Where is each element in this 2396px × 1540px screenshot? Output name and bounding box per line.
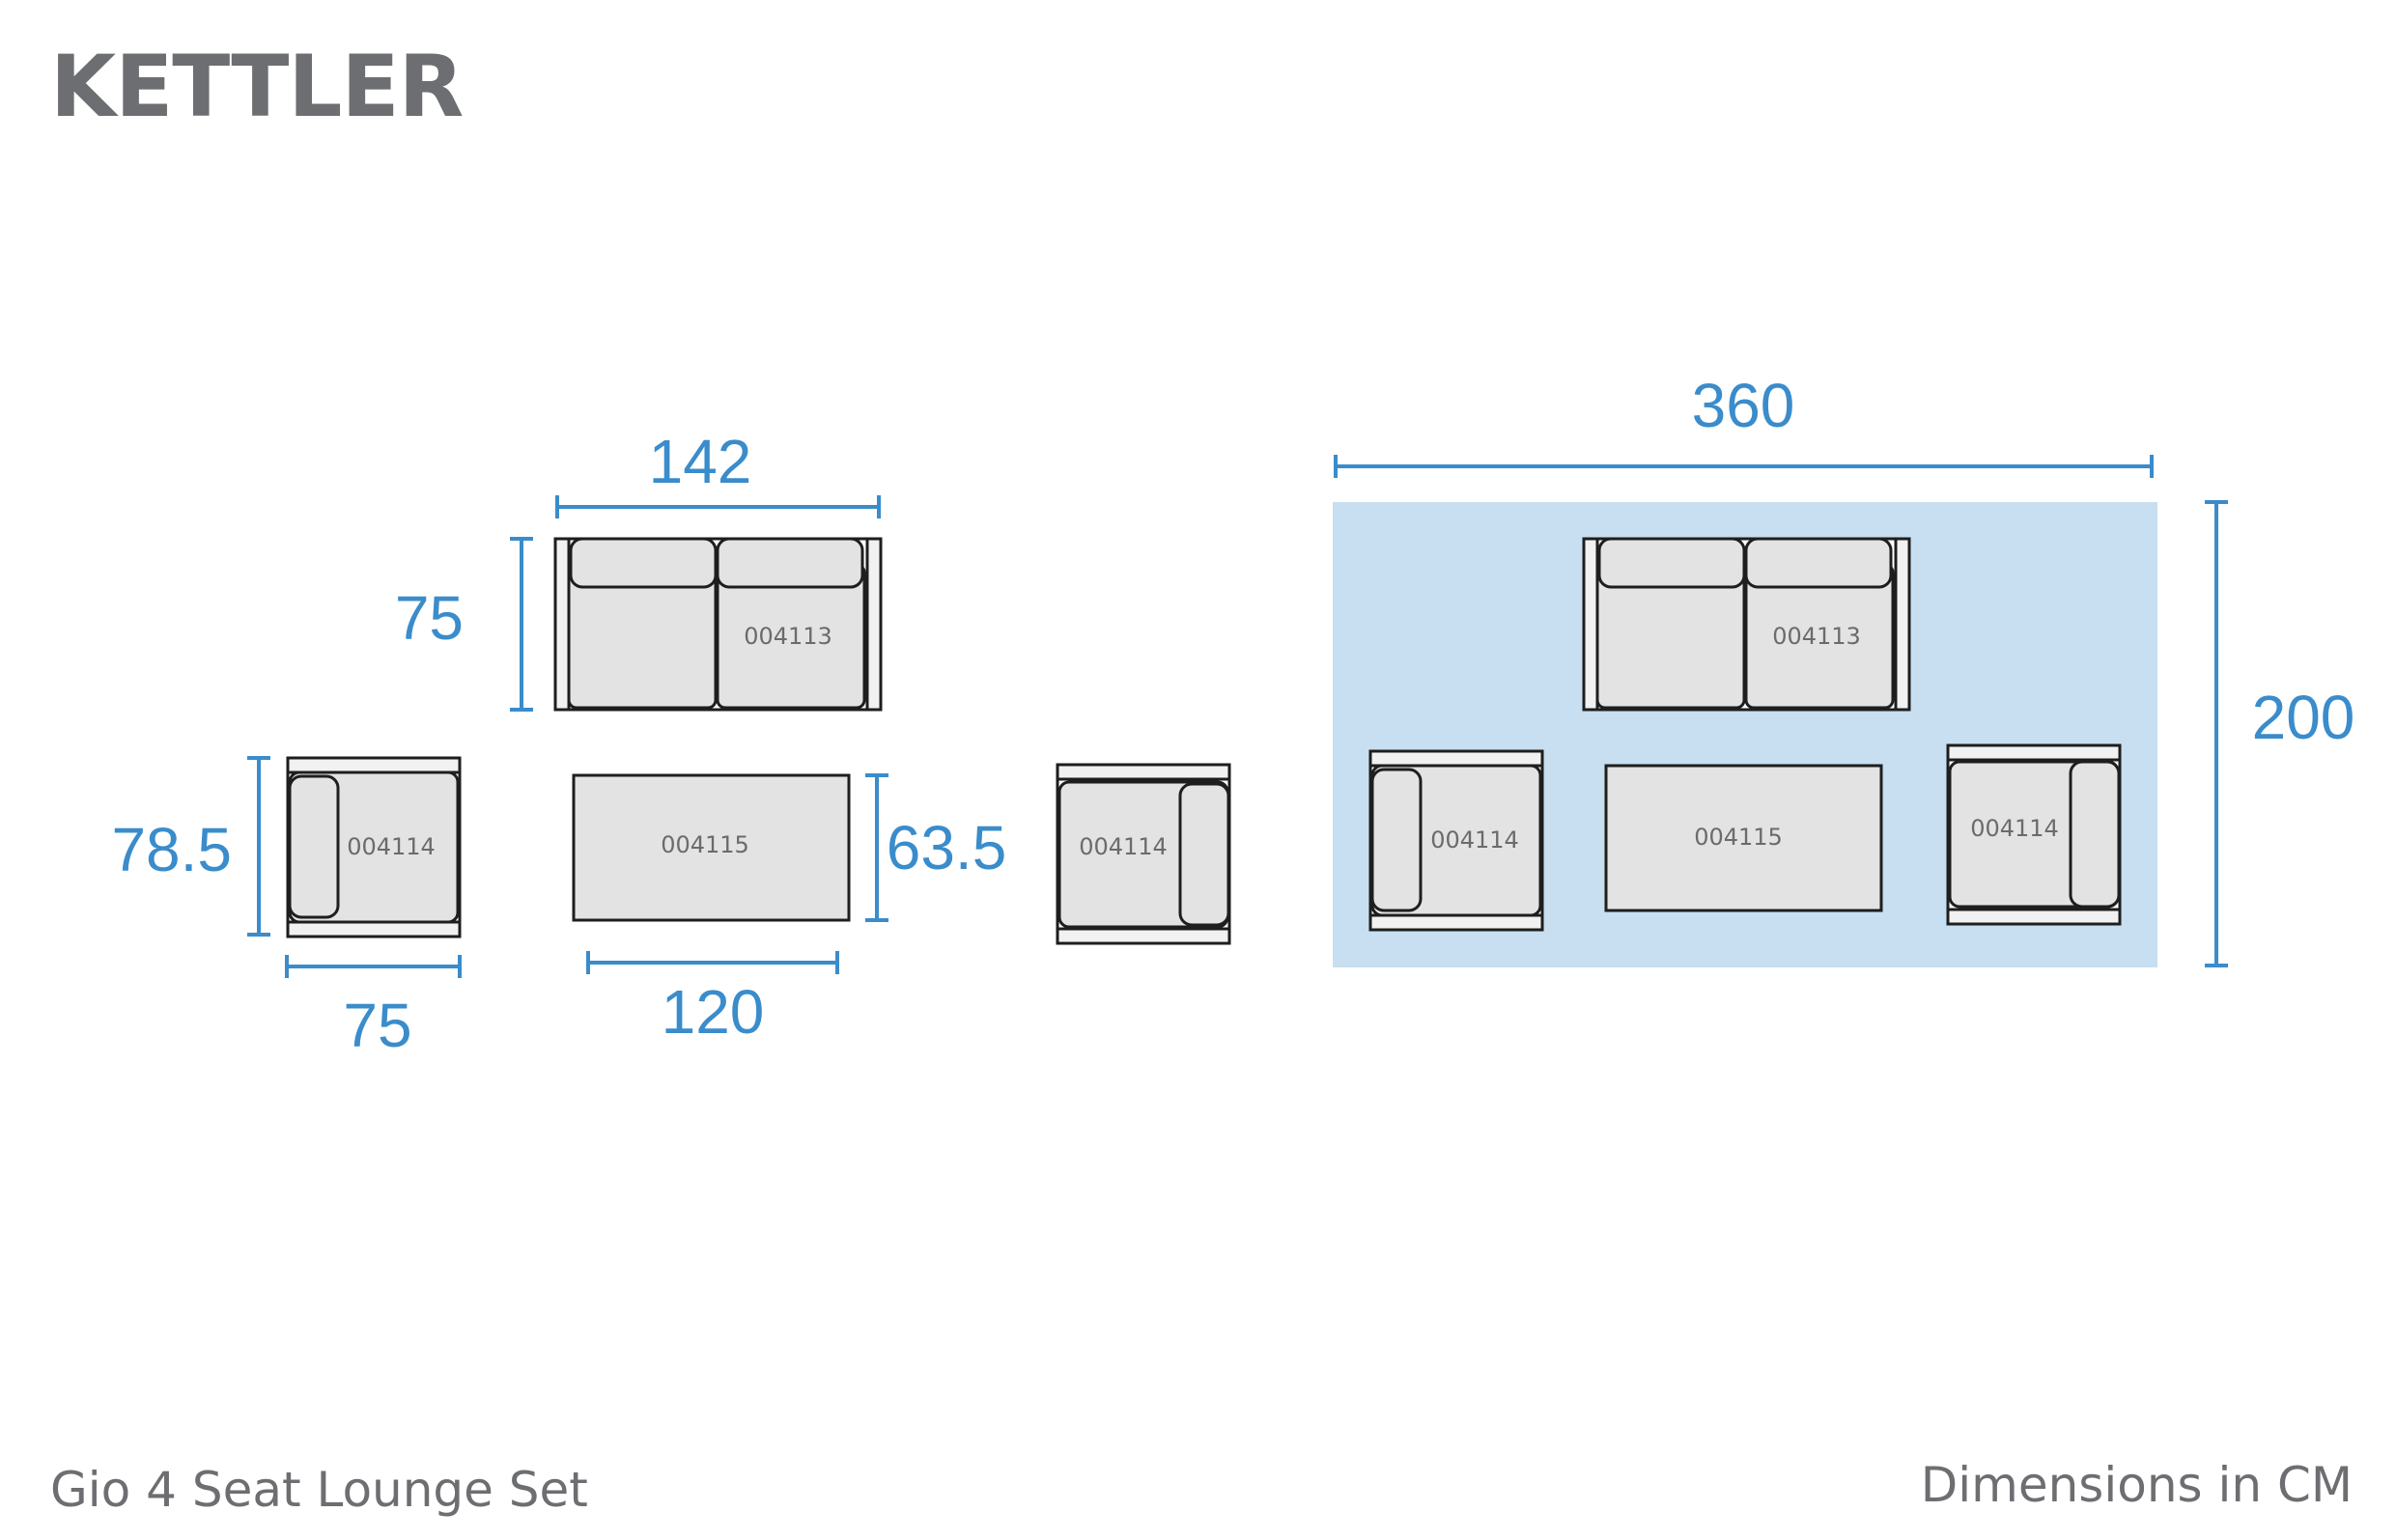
sofa-back-cushion-right (716, 537, 864, 589)
sofa-left-arm (553, 537, 571, 712)
armchair-code: 004114 (347, 833, 436, 860)
sofa-width-dimension: 142 (555, 427, 881, 518)
layout-left-armchair: 004114 (1368, 749, 1544, 932)
table-width-dimension: 120 (586, 951, 839, 1047)
layout-left-armchair-code: 004114 (1430, 826, 1519, 854)
armchair-right-back-cushion (1178, 782, 1230, 927)
layout-right-armchair: 004114 (1946, 743, 2122, 926)
product-name: Gio 4 Seat Lounge Set (50, 1462, 588, 1518)
armchair-right-bottom-rail (1056, 927, 1231, 945)
armchair-top-rail (286, 756, 462, 774)
armchair-right-piece: 004114 (1056, 763, 1231, 945)
table-depth-label: 63.5 (887, 813, 1007, 882)
sofa-width-label: 142 (649, 427, 752, 496)
units-note: Dimensions in CM (1921, 1457, 2353, 1513)
armchair-depth-dimension: 78.5 (111, 756, 270, 937)
layout-table: 004115 (1604, 764, 1883, 912)
set-layout: 004113 004114 004115 004114 (1333, 502, 2157, 967)
table-depth-dimension: 63.5 (865, 773, 1007, 922)
table-top (572, 773, 851, 922)
armchair-back-cushion (288, 774, 340, 919)
armchair-piece: 004114 (286, 756, 462, 938)
overall-width-dimension: 360 (1334, 371, 2154, 478)
sofa-back-cushion-left (569, 537, 718, 589)
sofa-depth-dimension: 75 (395, 537, 533, 712)
brand-logo: KETTLER (50, 37, 463, 136)
sofa-depth-label: 75 (395, 583, 464, 653)
layout-sofa-code: 004113 (1772, 623, 1861, 650)
overall-depth-dimension: 200 (2205, 500, 2355, 967)
table-width-label: 120 (662, 977, 765, 1047)
sofa-right-arm (865, 537, 883, 712)
sofa-code: 004113 (744, 623, 832, 650)
table-code: 004115 (661, 831, 749, 858)
armchair-bottom-rail (286, 920, 462, 938)
armchair-right-code: 004114 (1079, 833, 1168, 860)
table-piece: 004115 (572, 773, 851, 922)
armchair-depth-label: 78.5 (111, 815, 232, 884)
armchair-width-label: 75 (343, 991, 411, 1060)
layout-right-armchair-code: 004114 (1970, 815, 2059, 842)
armchair-width-dimension: 75 (285, 955, 462, 1060)
layout-sofa: 004113 (1582, 537, 1911, 712)
overall-width-label: 360 (1692, 371, 1795, 440)
armchair-right-top-rail (1056, 763, 1231, 781)
sofa-piece: 004113 (553, 537, 883, 712)
overall-depth-label: 200 (2252, 683, 2355, 752)
layout-table-code: 004115 (1694, 824, 1783, 851)
